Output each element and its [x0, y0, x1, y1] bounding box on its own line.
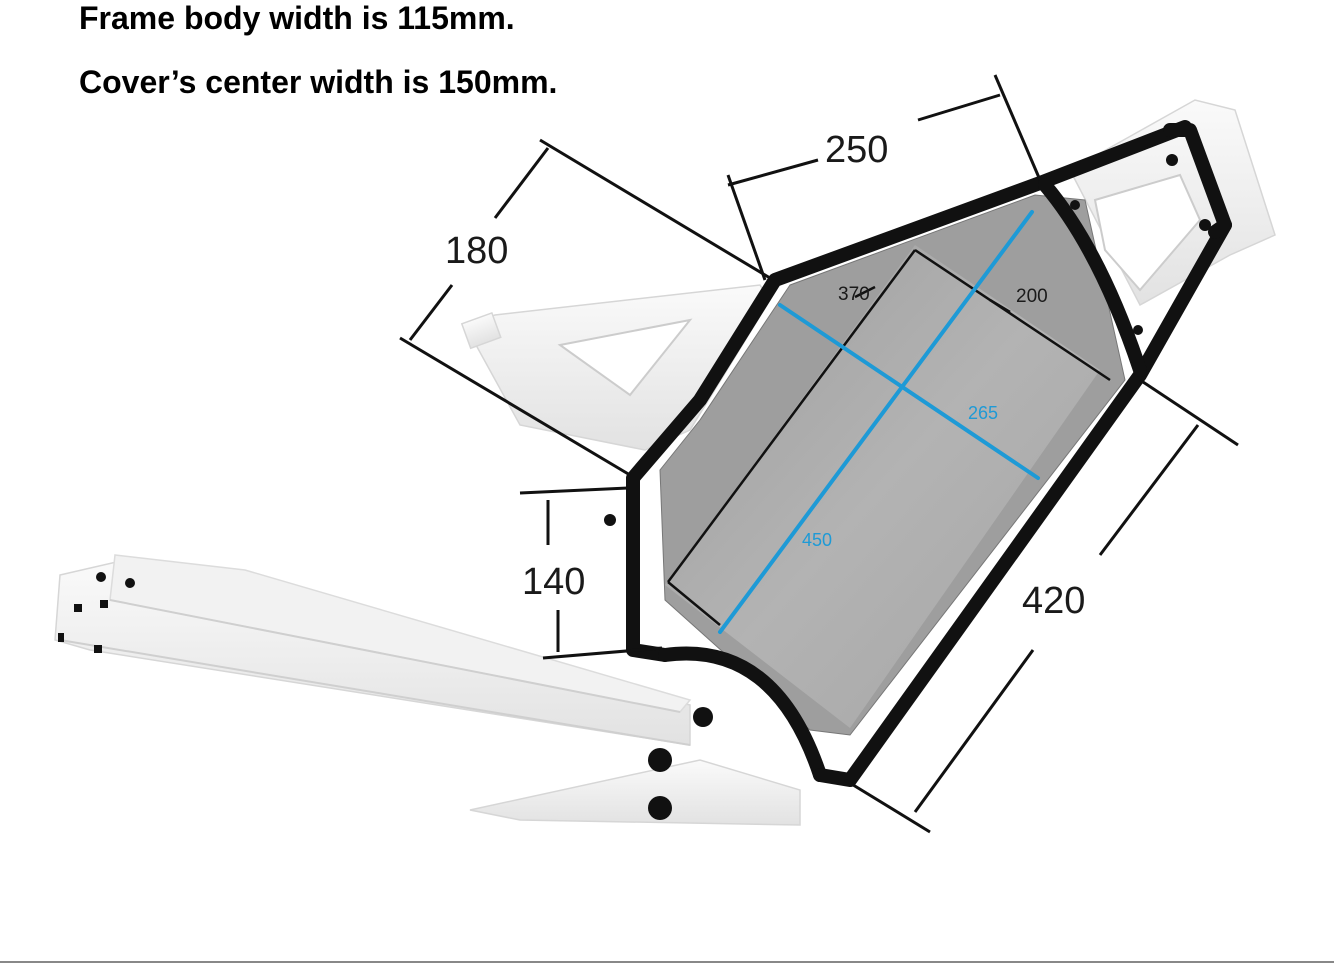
frame-width-note: Frame body width is 115mm.: [79, 0, 515, 36]
blue-measure-lines: [718, 210, 1040, 634]
dimension-140-label: 140: [522, 561, 585, 603]
bottom-rule: [0, 961, 1334, 963]
dimension-265-label: 265: [968, 403, 998, 423]
dimension-250-label: 250: [825, 129, 888, 171]
cover-width-note: Cover’s center width is 150mm.: [79, 64, 558, 100]
dimension-420-label: 420: [1022, 580, 1085, 622]
dimension-lines: [399, 74, 1239, 834]
dimension-370-label: 370: [838, 284, 870, 305]
swing-arm: [54, 554, 801, 826]
dimension-180-label: 180: [445, 230, 508, 272]
dimension-200-label: 200: [1016, 286, 1048, 307]
dimension-450-label: 450: [802, 530, 832, 550]
